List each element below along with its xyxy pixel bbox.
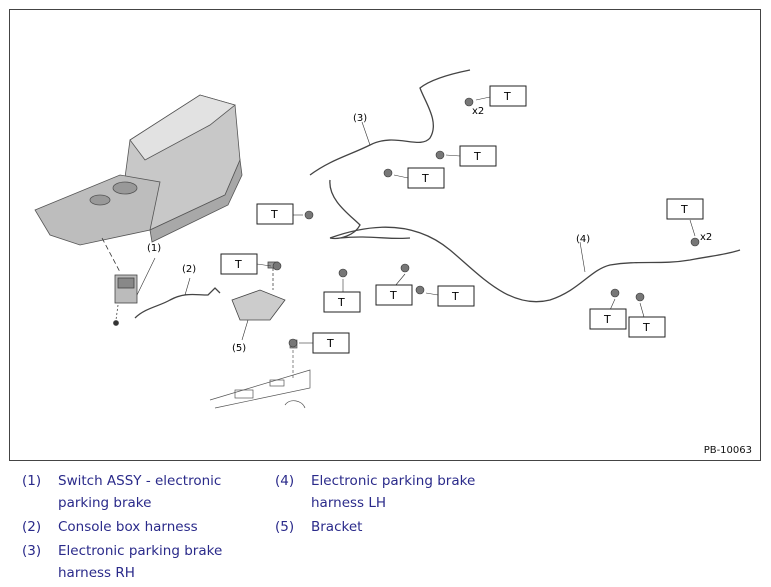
torque-box: T: [445, 145, 497, 167]
legend-text: Console box harness: [58, 519, 198, 535]
svg-text:T: T: [326, 337, 334, 350]
legend-item-4: (4) Electronic parking brake harness LH: [275, 470, 486, 514]
torque-box: T: [425, 285, 475, 307]
legend-item-3: (3) Electronic parking brake harness RH: [22, 540, 233, 584]
legend-item-1: (1) Switch ASSY - electronic parking bra…: [22, 470, 233, 514]
svg-text:T: T: [473, 150, 481, 163]
harness-rh: [309, 69, 471, 240]
torque-box: T: [393, 167, 445, 189]
torque-box: T: [628, 302, 666, 338]
svg-text:T: T: [680, 203, 688, 216]
svg-text:T: T: [270, 208, 278, 221]
torque-box: T: [299, 332, 350, 354]
callout-5: (5): [232, 343, 246, 354]
callout-4: (4): [576, 234, 590, 245]
svg-text:T: T: [234, 258, 242, 271]
svg-text:T: T: [603, 313, 611, 326]
legend-number: (2): [22, 519, 42, 535]
legend-item-2: (2) Console box harness: [22, 516, 233, 538]
callout-2: (2): [182, 264, 196, 275]
legend-text: Electronic parking brake harness RH: [58, 543, 223, 581]
torque-box: T: [323, 279, 361, 313]
torque-box: T: [375, 273, 413, 306]
parts-diagram: (1) (2) (5) (3) (4) T T T T T T: [9, 9, 761, 461]
switch-assy: [113, 274, 138, 326]
qty-label: x2: [472, 106, 484, 117]
svg-text:T: T: [503, 90, 511, 103]
legend: (1) Switch ASSY - electronic parking bra…: [0, 470, 771, 587]
center-console: [34, 94, 243, 246]
torque-box: T: [475, 85, 527, 107]
figure-id: PB-10063: [703, 445, 752, 456]
legend-number: (3): [22, 543, 42, 559]
svg-text:T: T: [451, 290, 459, 303]
diagram-svg: (1) (2) (5) (3) (4) T T T T T T: [34, 69, 741, 409]
callout-3: (3): [353, 113, 367, 124]
qty-label: x2: [700, 232, 712, 243]
legend-number: (5): [275, 519, 295, 535]
legend-text: Bracket: [311, 519, 363, 535]
svg-text:T: T: [421, 172, 429, 185]
legend-text: Switch ASSY - electronic parking brake: [58, 473, 222, 511]
legend-number: (1): [22, 473, 42, 489]
fasteners: [272, 97, 700, 348]
torque-box: T: [666, 198, 704, 237]
svg-text:T: T: [337, 296, 345, 309]
console-box-harness: [134, 287, 221, 319]
svg-text:T: T: [389, 289, 397, 302]
torque-box: T: [589, 298, 627, 330]
legend-number: (4): [275, 473, 295, 489]
harness-lh: [329, 226, 741, 303]
callout-1: (1): [147, 243, 161, 254]
legend-text: Electronic parking brake harness LH: [311, 473, 476, 511]
svg-text:T: T: [642, 321, 650, 334]
floor-panel: [209, 339, 311, 409]
torque-box: T: [220, 253, 272, 275]
legend-item-5: (5) Bracket: [275, 516, 486, 538]
torque-box: T: [256, 203, 303, 225]
torque-callouts: T T T T T T T T T T T T: [220, 85, 704, 354]
